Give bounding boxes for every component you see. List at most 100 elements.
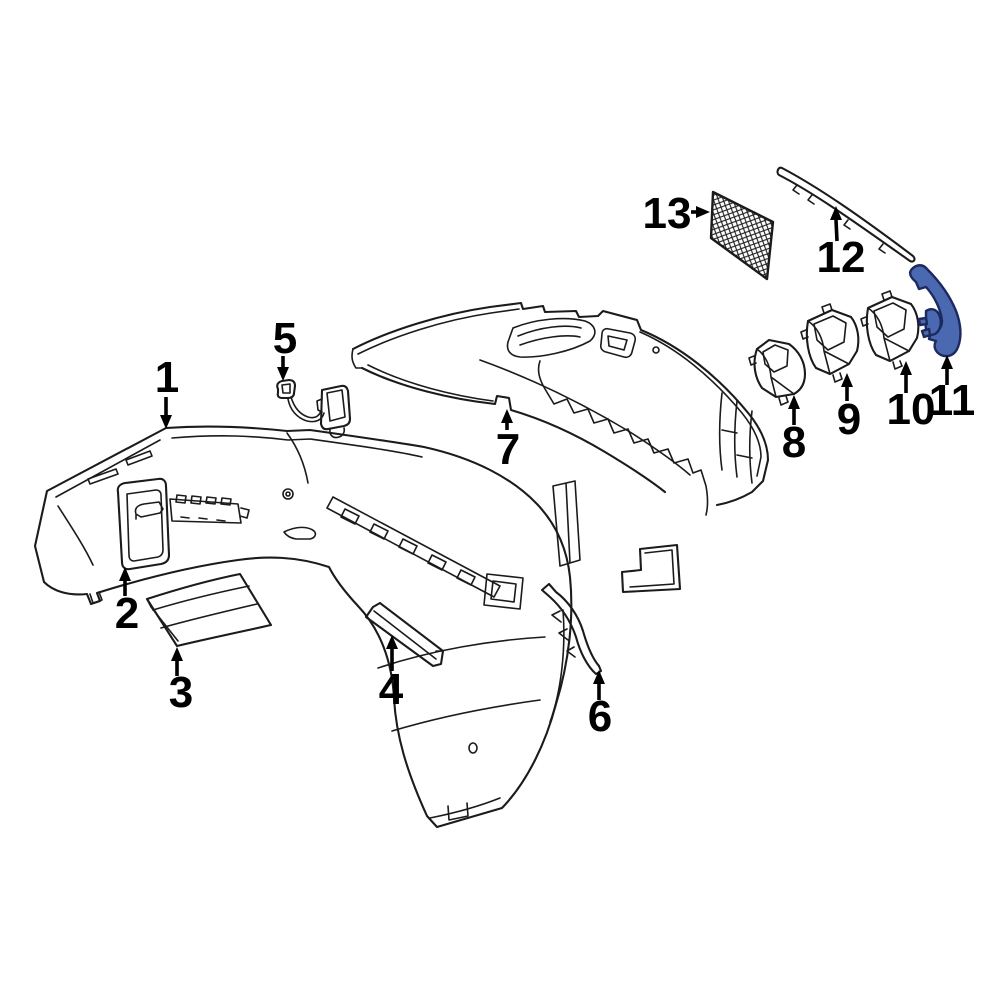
part-1-bottom-edge — [429, 797, 501, 819]
part-9-cover — [800, 303, 860, 383]
part-1-corner-crease-2 — [391, 699, 541, 732]
part-1-edge-slots — [87, 450, 153, 485]
part-1-corner-crease-1 — [377, 636, 546, 669]
part-3-crease-lines — [152, 585, 258, 629]
callout-5: 5 — [273, 314, 297, 381]
part-8-outline — [753, 338, 807, 399]
part-5-tow-eye-cover — [276, 378, 352, 439]
part-4-crease — [373, 610, 444, 660]
part-5-hook — [329, 427, 346, 439]
part-7-lamp-channel — [506, 317, 596, 358]
callout-9-number: 9 — [837, 395, 861, 444]
callout-10: 10 — [887, 361, 936, 434]
callout-13: 13 — [643, 189, 710, 238]
part-5-bracket — [319, 384, 352, 431]
callout-4: 4 — [379, 635, 404, 714]
part-10-inner-panel — [873, 302, 907, 338]
callout-8: 8 — [782, 395, 806, 467]
callout-12-number: 12 — [817, 233, 866, 282]
callout-11-arrowhead — [941, 355, 953, 369]
callout-12-arrowhead — [830, 206, 842, 220]
part-7-right-ribs — [718, 392, 753, 484]
callout-3-number: 3 — [169, 668, 193, 717]
callout-13-number: 13 — [643, 189, 692, 238]
callout-6-arrowhead — [593, 670, 605, 684]
callout-3-arrowhead — [171, 647, 183, 661]
part-11-highlighted-trim — [908, 264, 962, 358]
part-5-bracket-inner — [316, 389, 346, 422]
callout-7-arrowhead — [501, 409, 513, 423]
callout-4-number: 4 — [379, 665, 404, 714]
part-10-facets — [867, 307, 910, 362]
part-13-mesh-fill — [709, 190, 775, 281]
callout-10-number: 10 — [887, 385, 936, 434]
callout-1: 1 — [155, 353, 179, 429]
part-1-bracket-tabs — [175, 494, 250, 522]
part-1-sensor-hole-inner — [285, 491, 291, 497]
part-10-tabs — [860, 290, 903, 370]
part-9-inner-panel — [813, 315, 847, 351]
part-8-tabs — [748, 355, 789, 406]
part-12-outline — [776, 166, 916, 263]
part-9-tabs — [800, 303, 843, 383]
part-1-sensor-hole — [282, 488, 294, 500]
part-7-frame-bracket — [599, 327, 637, 359]
part-5-eyelet — [276, 378, 297, 400]
part-1-wheel-arch-crease — [57, 505, 94, 566]
part-1-fin — [552, 480, 581, 567]
part-7-bottom-inner — [367, 364, 494, 402]
callout-13-arrowhead — [696, 206, 710, 218]
callout-3: 3 — [169, 647, 193, 717]
callout-11-number: 11 — [929, 376, 976, 425]
callout-7: 7 — [496, 409, 520, 474]
part-11-main-spine — [908, 264, 962, 358]
callout-6: 6 — [588, 670, 612, 741]
part-1-outline — [33, 425, 573, 829]
part-10-cover — [860, 290, 920, 370]
callout-2: 2 — [115, 567, 139, 638]
part-1-corner-sensor — [468, 742, 478, 754]
part-7-top-inner — [357, 308, 762, 477]
part-7-step-box-inner — [629, 549, 675, 588]
part-6-teeth — [551, 610, 576, 658]
callout-8-arrowhead — [788, 395, 800, 409]
part-7-mid-crease — [479, 359, 691, 476]
part-13-mesh-insert — [709, 190, 775, 281]
part-4-strip — [364, 601, 445, 668]
part-9-outline — [805, 308, 860, 376]
part-1-foot-tab — [89, 591, 103, 604]
part-12-nubs — [792, 184, 886, 254]
callout-10-arrowhead — [900, 361, 912, 375]
part-7-bottom-edge — [360, 366, 667, 494]
part-1-beam — [326, 496, 501, 598]
part-5-eyelet-inner — [281, 383, 291, 394]
part-8-facets — [756, 348, 795, 398]
part-7-lower-fascia — [351, 301, 770, 594]
part-2-key-slot — [134, 501, 164, 520]
part-4-outline — [364, 601, 445, 668]
part-8-cover — [748, 338, 807, 406]
part-10-outline — [865, 295, 920, 363]
callouts-layer: 1 2 3 4 5 6 7 — [115, 189, 976, 741]
part-7-step-box — [620, 543, 682, 594]
callout-12: 12 — [817, 206, 866, 282]
part-1-corner-fold — [286, 432, 309, 484]
callout-1-number: 1 — [155, 353, 179, 402]
part-7-clip-hole — [652, 346, 660, 354]
part-1-clip-bracket — [283, 526, 317, 540]
part-7-left-end — [351, 348, 363, 369]
part-6-side-strip — [540, 582, 603, 676]
part-12-upper-molding — [776, 166, 916, 263]
part-9-facets — [807, 320, 850, 375]
callout-2-arrowhead — [119, 567, 131, 581]
callout-7-number: 7 — [496, 425, 520, 474]
part-11-teeth — [917, 316, 932, 339]
part-3-outline — [145, 572, 273, 648]
part-7-top-edge — [351, 301, 770, 507]
callout-9: 9 — [837, 373, 861, 444]
callout-6-number: 6 — [588, 692, 612, 741]
part-1-beam-slots — [340, 508, 476, 586]
part-2-recess-inner — [126, 489, 164, 562]
callout-9-arrowhead — [841, 373, 853, 387]
